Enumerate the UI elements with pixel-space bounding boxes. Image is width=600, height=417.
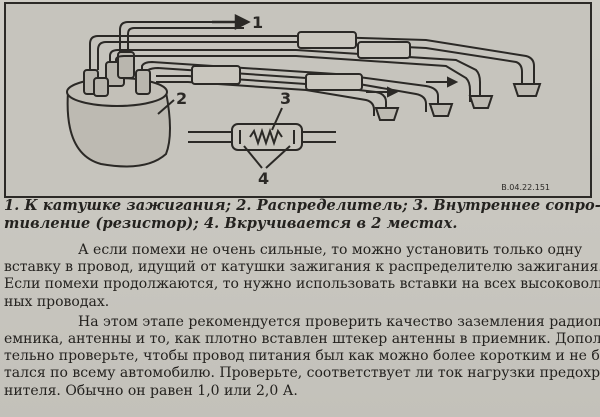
text-line: тельно проверьте, чтобы провод питания б… xyxy=(4,348,600,365)
callout-4: 4 xyxy=(258,169,269,188)
text-line: емника, антенны и то, как плотно вставле… xyxy=(4,331,600,348)
ignition-diagram: 1 2 3 4 B.04.22.151 xyxy=(4,2,592,198)
text-line: Если помехи продолжаются, то нужно испол… xyxy=(4,276,600,293)
text-line: тался по всему автомобилю. Проверьте, со… xyxy=(4,365,600,382)
figure-caption: 1. К катушке зажигания; 2. Распределител… xyxy=(4,197,600,233)
text-line: вставку в провод, идущий от катушки зажи… xyxy=(4,259,600,276)
paragraph-1: А если помехи не очень сильные, то можно… xyxy=(4,242,600,311)
text-line: А если помехи не очень сильные, то можно… xyxy=(78,242,583,258)
callout-2: 2 xyxy=(176,89,187,108)
caption-line: тивление (резистор); 4. Вкручивается в 2… xyxy=(4,215,458,232)
callout-1: 1 xyxy=(252,13,263,32)
text-line: ных проводах. xyxy=(4,293,110,310)
text-line: На этом этапе рекомендуется проверить ка… xyxy=(78,313,600,330)
callout-3: 3 xyxy=(280,89,291,108)
text-line: нителя. Обычно он равен 1,0 или 2,0 А. xyxy=(4,382,298,399)
body-text: А если помехи не очень сильные, то можно… xyxy=(4,242,600,400)
diagram-drawing: 1 2 3 4 xyxy=(66,13,542,188)
paragraph-2: На этом этапе рекомендуется проверить ка… xyxy=(4,313,600,400)
caption-line: 1. К катушке зажигания; 2. Распределител… xyxy=(4,197,600,214)
figure-code: B.04.22.151 xyxy=(501,183,550,192)
